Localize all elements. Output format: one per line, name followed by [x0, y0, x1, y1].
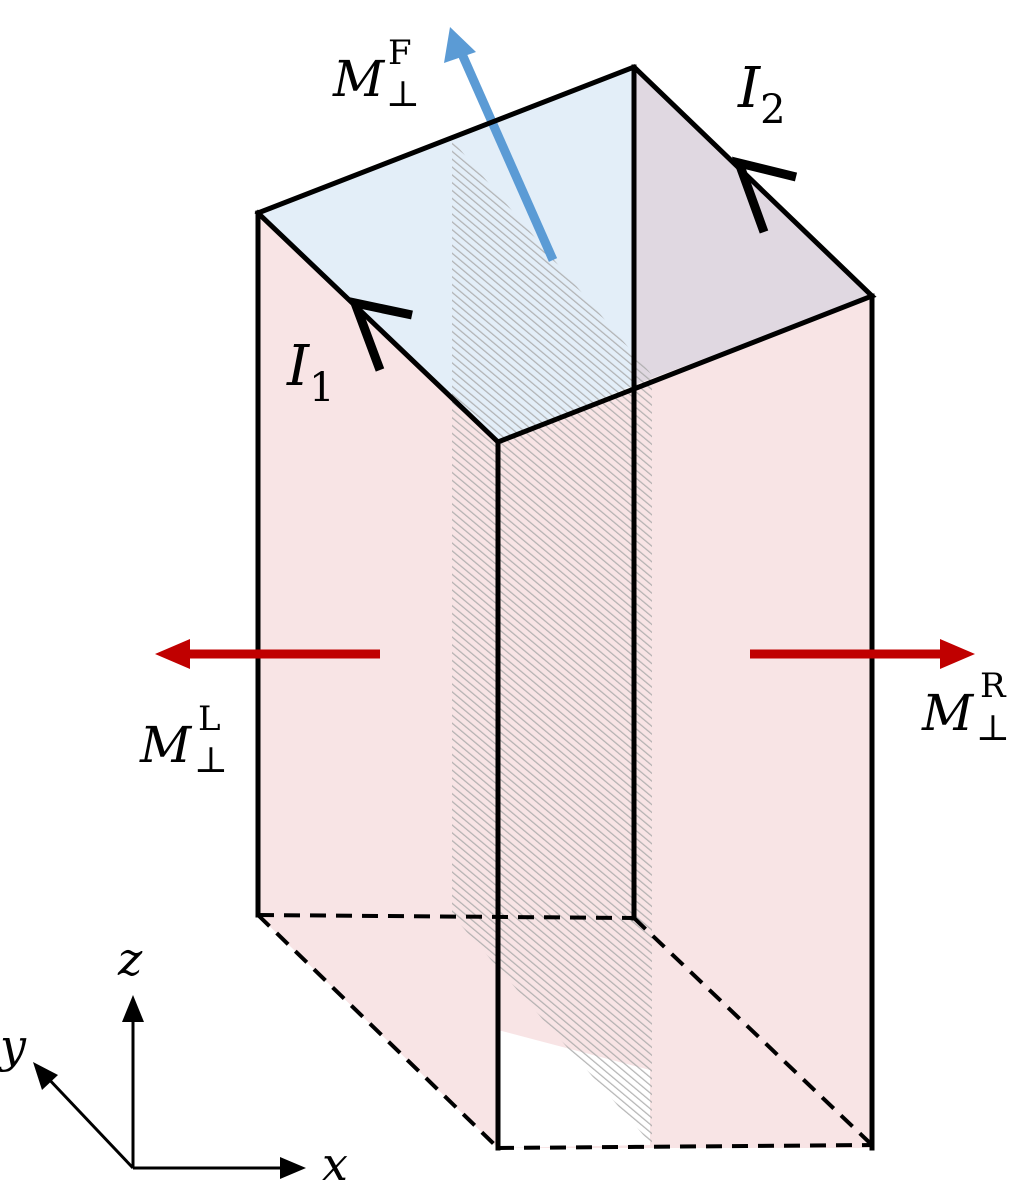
- svg-text:M: M: [332, 50, 386, 108]
- y-axis-label: y: [0, 1019, 27, 1073]
- coordinate-axes: z x y: [0, 932, 348, 1191]
- floor-gap: [498, 1030, 650, 1148]
- current-2-chevron-arrow-icon: [731, 156, 798, 234]
- magnetization-right-label: M R ⊥: [921, 666, 1010, 749]
- magnetization-front-arrow-icon: [453, 43, 558, 262]
- svg-text:L: L: [198, 699, 221, 739]
- svg-text:R: R: [980, 666, 1007, 706]
- svg-text:⊥: ⊥: [194, 740, 228, 781]
- internal-plane: [452, 140, 652, 1145]
- magnetization-left-label: M L ⊥: [139, 699, 228, 781]
- magnetization-left-arrowhead: [155, 639, 190, 669]
- magnetization-right-arrowhead: [940, 639, 975, 669]
- current-1-label: I1: [286, 334, 335, 411]
- z-axis-arrowhead: [122, 995, 144, 1022]
- x-axis-label: x: [322, 1137, 348, 1191]
- y-axis-line: [42, 1072, 135, 1170]
- z-axis-label: z: [117, 932, 143, 986]
- current-1-chevron-arrow-icon: [347, 296, 413, 372]
- magnetization-front-label: M F ⊥: [332, 33, 420, 115]
- svg-text:⊥: ⊥: [976, 708, 1010, 749]
- svg-text:M: M: [921, 684, 975, 742]
- bottom-edge-left: [256, 913, 500, 1150]
- top-right-face: [634, 67, 872, 385]
- current-2-label: I2: [737, 56, 786, 133]
- bottom-edge-right: [632, 916, 874, 1147]
- y-axis-arrowhead: [33, 1062, 58, 1090]
- magnetization-front-arrowhead: [444, 27, 476, 63]
- bottom-edge-back: [257, 913, 635, 920]
- bottom-edge-front: [497, 1143, 873, 1150]
- svg-text:M: M: [139, 716, 193, 774]
- x-axis-arrowhead: [280, 1157, 306, 1179]
- svg-text:⊥: ⊥: [386, 74, 420, 115]
- svg-text:F: F: [388, 33, 412, 73]
